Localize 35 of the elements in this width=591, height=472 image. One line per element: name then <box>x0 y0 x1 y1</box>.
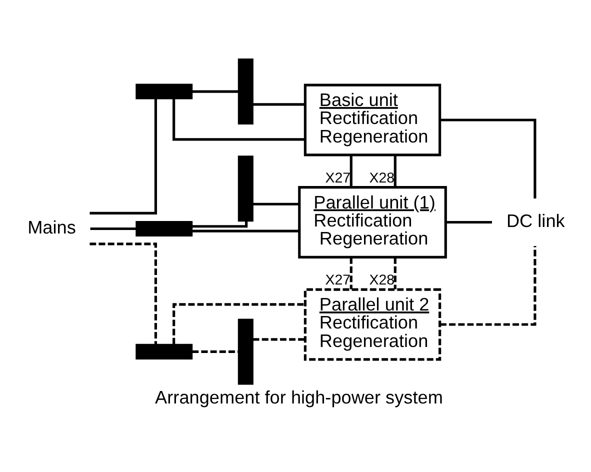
node-box: Parallel unit (1) Rectification Regeneration <box>298 186 447 258</box>
connector <box>252 102 306 106</box>
connector <box>90 242 157 344</box>
connector <box>440 118 536 198</box>
connector <box>90 226 136 230</box>
connector <box>446 220 492 224</box>
connector <box>350 256 352 289</box>
node-box: Parallel unit 2 Rectification Regeneration <box>304 288 442 360</box>
connector <box>252 202 300 205</box>
node-bar <box>238 58 254 124</box>
connector <box>192 220 248 228</box>
edge-label: X28 <box>369 272 395 288</box>
node-box: Basic unit Rectification Regeneration <box>304 83 442 156</box>
node-bar <box>238 318 254 384</box>
connector <box>172 98 305 140</box>
connector <box>172 302 305 344</box>
node-bar <box>136 220 193 236</box>
connector <box>394 256 396 289</box>
connector <box>440 245 536 326</box>
edge-label: X27 <box>325 170 351 186</box>
node-text: DC link <box>506 210 565 231</box>
connector <box>394 154 396 186</box>
connector <box>252 338 306 340</box>
node-text: Mains <box>28 217 76 238</box>
node-bar <box>136 83 193 99</box>
node-bar <box>136 343 193 359</box>
edge-label: X27 <box>325 272 351 288</box>
connector <box>192 350 238 352</box>
caption: Arrangement for high-power system <box>155 387 443 408</box>
connector <box>350 154 352 186</box>
connector <box>192 90 238 92</box>
connector <box>192 229 300 232</box>
node-bar <box>238 155 254 222</box>
edge-label: X28 <box>369 170 395 186</box>
connector <box>90 98 157 214</box>
